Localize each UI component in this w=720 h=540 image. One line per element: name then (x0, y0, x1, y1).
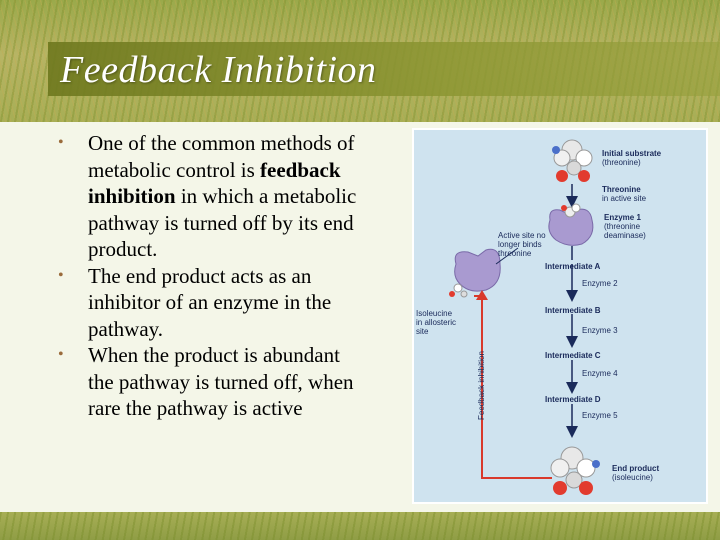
label-enzyme5: Enzyme 5 (582, 411, 618, 420)
label-end-product-sub: (isoleucine) (612, 473, 653, 482)
label-intermediate-c: Intermediate C (545, 351, 601, 360)
label-active-site-1: Active site no (498, 231, 546, 240)
label-enzyme2: Enzyme 2 (582, 279, 618, 288)
label-enzyme3: Enzyme 3 (582, 326, 618, 335)
threonine-molecule-icon (552, 139, 593, 182)
feedback-arrowhead-icon (476, 290, 488, 300)
slide-title: Feedback Inhibition (60, 49, 377, 91)
label-active-site-3: threonine (498, 249, 532, 258)
bullet-icon: • (58, 266, 64, 284)
isoleucine-molecule-icon (550, 446, 600, 495)
label-initial-substrate-sub: (threonine) (602, 158, 641, 167)
enzyme1-icon (548, 203, 594, 246)
label-end-product: End product (612, 464, 659, 473)
bullet-item: • The end product acts as an inhibitor o… (58, 263, 358, 343)
label-threonine-sub: in active site (602, 194, 647, 203)
bullet-text: When the product is abundant the pathway… (88, 343, 354, 420)
label-enzyme1-sub2: deaminase) (604, 231, 646, 240)
label-intermediate-d: Intermediate D (545, 395, 601, 404)
bullet-text: One of the common methods of metabolic c… (88, 131, 355, 182)
label-intermediate-b: Intermediate B (545, 306, 601, 315)
diagram-canvas: Initial substrate (threonine) Threonine … (414, 130, 706, 502)
bullet-list: • One of the common methods of metabolic… (58, 130, 358, 422)
label-isoleucine-3: site (416, 327, 429, 336)
label-enzyme1: Enzyme 1 (604, 213, 641, 222)
inhibited-enzyme-icon (449, 248, 501, 298)
label-enzyme1-sub1: (threonine (604, 222, 641, 231)
label-threonine: Threonine (602, 185, 641, 194)
feedback-inhibition-diagram: Initial substrate (threonine) Threonine … (412, 128, 708, 504)
bullet-bold-term: feedback inhibition (88, 157, 341, 209)
bullet-icon: • (58, 346, 64, 363)
bullet-text-end: in which a metabolic pathway is turned o… (88, 184, 357, 261)
label-initial-substrate: Initial substrate (602, 149, 662, 158)
label-enzyme4: Enzyme 4 (582, 369, 618, 378)
feedback-arrow (474, 295, 552, 479)
bullet-item: • One of the common methods of metabolic… (58, 130, 358, 263)
label-isoleucine-2: in allosteric (416, 318, 456, 327)
label-intermediate-a: Intermediate A (545, 262, 600, 271)
bullet-item: • When the product is abundant the pathw… (58, 342, 358, 422)
title-bar (48, 42, 720, 96)
label-isoleucine-1: Isoleucine (416, 309, 453, 318)
bullet-text: The end product acts as an inhibitor of … (88, 263, 332, 341)
label-active-site-2: longer binds (498, 240, 542, 249)
bullet-icon: • (58, 134, 64, 151)
diagram-panel (414, 130, 706, 502)
leader-active-site (495, 247, 519, 265)
background-bottom (0, 512, 720, 540)
label-feedback-inhibition: Feedback inhibition (477, 351, 486, 420)
